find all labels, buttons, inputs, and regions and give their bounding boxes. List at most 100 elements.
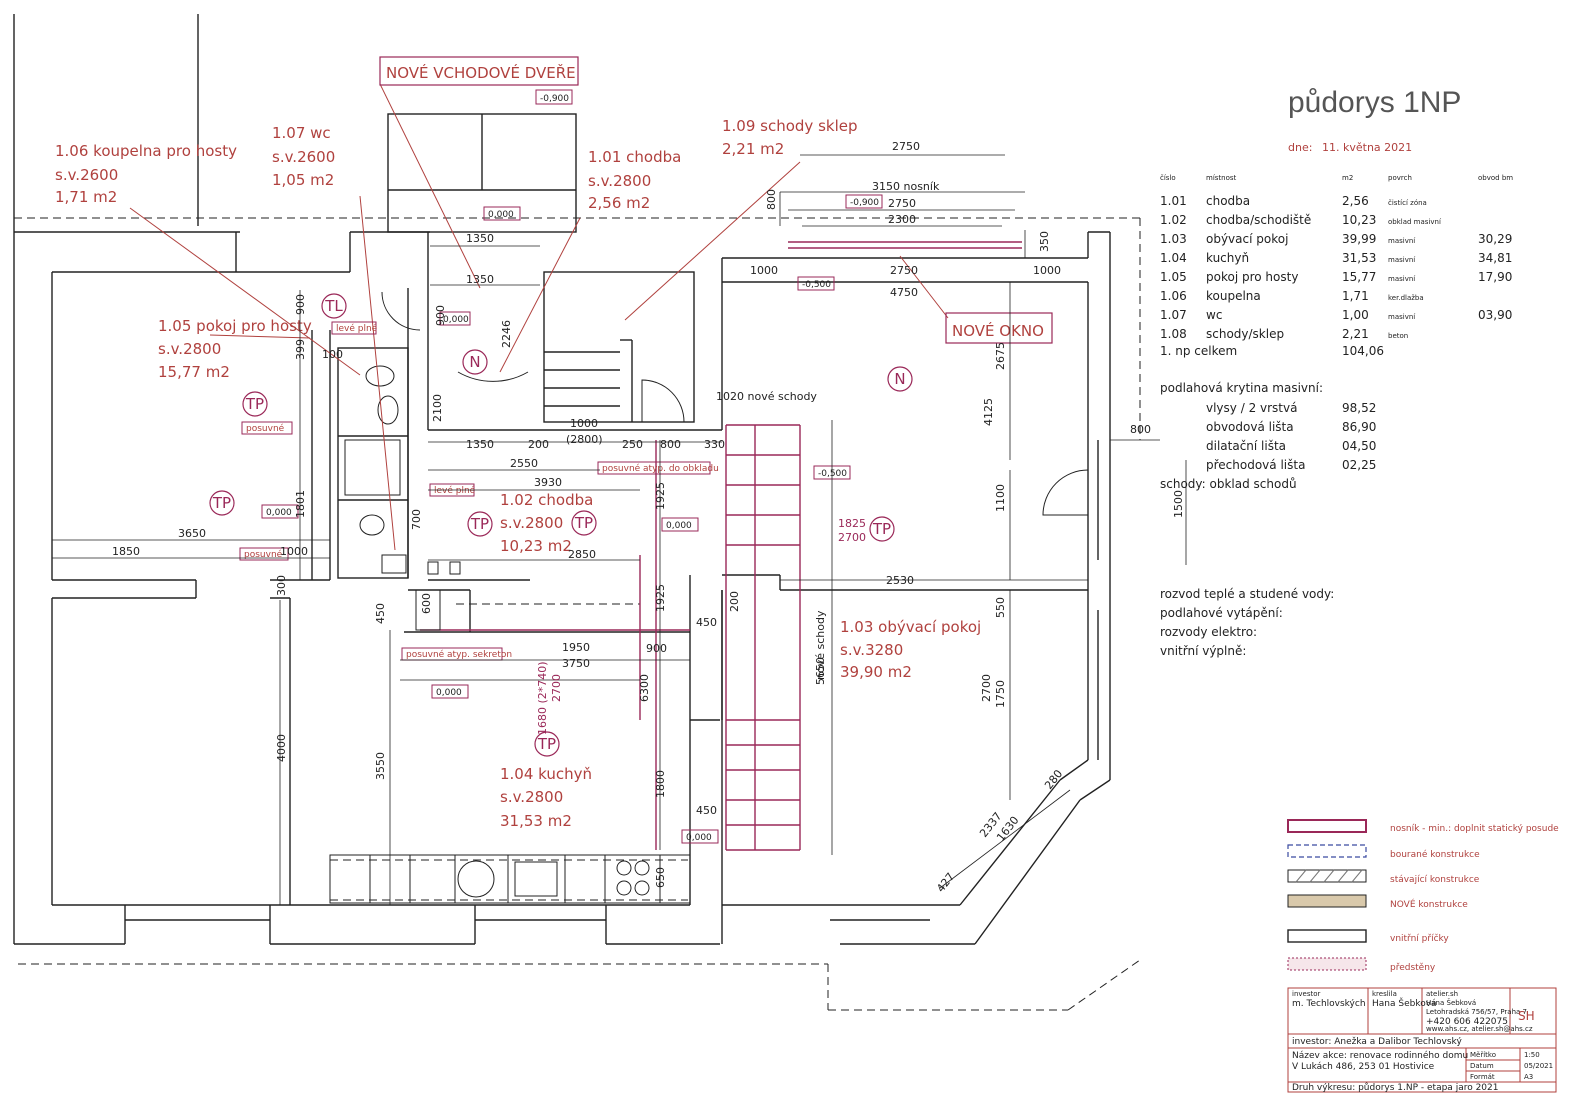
door-type-label: posuvné atyp. sekreton bbox=[406, 649, 512, 660]
flooring-item: přechodová lišta bbox=[1206, 458, 1305, 472]
table-cell: ker.dlažba bbox=[1388, 294, 1424, 302]
level-value: -0,900 bbox=[850, 198, 879, 208]
dish-rack-icon bbox=[514, 861, 558, 897]
dimension-value: 330 bbox=[704, 438, 725, 451]
table-cell: masivní bbox=[1388, 275, 1416, 283]
dimension-value: 550 bbox=[994, 597, 1007, 618]
dimension-value: 2246 bbox=[500, 320, 513, 348]
dimension-value: 1750 bbox=[994, 680, 1007, 708]
title-block-text: investor m. Techlovských kreslila Hana Š… bbox=[1292, 990, 1553, 1093]
dimension-value: 250 bbox=[622, 438, 643, 451]
dimension-value: 3650 bbox=[178, 527, 206, 540]
dimension-value: 100 bbox=[322, 348, 343, 361]
tp-marker bbox=[242, 391, 268, 417]
dimension-value: 1680 (2*740) bbox=[536, 661, 549, 735]
new-door-callout: NOVÉ VCHODOVÉ DVEŘE bbox=[386, 63, 576, 82]
table-cell: 1.05 bbox=[1160, 270, 1187, 284]
table-header: místnost bbox=[1206, 174, 1237, 182]
table-cell: chodba bbox=[1206, 194, 1250, 208]
table-cell: obklad masivní bbox=[1388, 218, 1442, 226]
dimension-value: 900 bbox=[294, 294, 307, 315]
new-stairs-label: 1020 nové schody bbox=[716, 390, 817, 403]
dimension-value: 1925 bbox=[654, 584, 667, 612]
level-value: 0,000 bbox=[666, 521, 692, 531]
tb-field-label: Datum bbox=[1470, 1062, 1494, 1070]
dimension-value: 2675 bbox=[994, 342, 1007, 370]
new-door-callout-box bbox=[379, 56, 579, 86]
dimension-value: 2750 bbox=[888, 197, 916, 210]
table-cell: 30,29 bbox=[1478, 232, 1512, 246]
dimension-value: 1000 bbox=[750, 264, 778, 277]
dimension-value: 2750 bbox=[892, 140, 920, 153]
tb-field-value: A3 bbox=[1524, 1073, 1533, 1081]
sanitary-fixtures bbox=[344, 365, 461, 631]
note-line: rozvody elektro: bbox=[1160, 625, 1257, 639]
table-cell: 1.06 bbox=[1160, 289, 1187, 303]
north-marker-label: N bbox=[894, 370, 905, 388]
tp-marker bbox=[869, 516, 895, 542]
markers bbox=[209, 293, 913, 757]
room-label-1-05: 1.05 pokoj pro hosty s.v.2800 15,77 m2 bbox=[158, 317, 316, 381]
marker-labels: TL TP TP TP TP TP TP N N bbox=[212, 297, 906, 753]
sheet-title: půdorys 1NP bbox=[1288, 86, 1461, 119]
door-type-label: posuvné bbox=[246, 423, 285, 434]
dimension-value: 3750 bbox=[562, 657, 590, 670]
room-label-1-02: 1.02 chodba s.v.2800 10,23 m2 bbox=[500, 491, 598, 555]
level-value: 0,000 bbox=[443, 315, 469, 325]
note-line: podlahové vytápění: bbox=[1160, 606, 1283, 620]
dimension-value: 2530 bbox=[886, 574, 914, 587]
dimension-values: 2750 3150 nosník 2750 2300 800 350 1000 … bbox=[112, 140, 1185, 895]
legend-swatch-facing bbox=[1287, 957, 1367, 971]
burner-icon bbox=[616, 860, 632, 876]
dimension-value: 800 bbox=[660, 438, 681, 451]
tb-field-label: atelier.sh bbox=[1426, 990, 1458, 998]
legend-swatch-demolish bbox=[1287, 844, 1367, 858]
tb-field-label: Formát bbox=[1470, 1073, 1495, 1081]
legend-swatch-beam bbox=[1287, 819, 1367, 833]
flooring-summary: podlahová krytina masivní: vlysy / 2 vrs… bbox=[1160, 381, 1376, 491]
table-cell: 39,99 bbox=[1342, 232, 1376, 246]
sheet-date: 11. května 2021 bbox=[1322, 141, 1412, 154]
door-swings bbox=[381, 291, 1089, 516]
table-cell: koupelna bbox=[1206, 289, 1261, 303]
dimension-value: 200 bbox=[528, 438, 549, 451]
room-label-1-03: 1.03 obývací pokoj s.v.3280 39,90 m2 bbox=[840, 618, 986, 681]
installation-notes: rozvod teplé a studené vody: podlahové v… bbox=[1160, 587, 1334, 658]
tp-marker-label: TP bbox=[470, 515, 489, 533]
flooring-value: 98,52 bbox=[1342, 401, 1376, 415]
table-cell: 34,81 bbox=[1478, 251, 1512, 265]
table-cell: masivní bbox=[1388, 313, 1416, 321]
dimension-value: 3550 bbox=[374, 752, 387, 780]
burner-icon bbox=[616, 880, 632, 896]
dimension-value: 2750 bbox=[890, 264, 918, 277]
north-marker bbox=[887, 366, 913, 392]
dimension-value: 350 bbox=[1038, 231, 1051, 252]
room-label-1-01: 1.01 chodba s.v.2800 2,56 m2 bbox=[588, 148, 686, 212]
table-cell: 1,71 bbox=[1342, 289, 1369, 303]
room-label-1-04: 1.04 kuchyň s.v.2800 31,53 m2 bbox=[500, 765, 597, 830]
dimension-value: 900 bbox=[646, 642, 667, 655]
dimension-value: 800 bbox=[765, 189, 778, 210]
flooring-item: vlysy / 2 vrstvá bbox=[1206, 401, 1297, 415]
tp-marker bbox=[209, 490, 235, 516]
table-cell: 1.08 bbox=[1160, 327, 1187, 341]
burner-icon bbox=[634, 860, 650, 876]
dimension-value: 5650 bbox=[814, 657, 827, 685]
leader-lines bbox=[129, 83, 949, 551]
table-cell: 1.01 bbox=[1160, 194, 1187, 208]
door-swing-icon bbox=[1042, 469, 1089, 516]
table-cell: chodba/schodiště bbox=[1206, 213, 1311, 227]
legend-label: nosník - min.: doplnit statický posude bbox=[1390, 824, 1559, 834]
door-swing-icon bbox=[641, 379, 685, 423]
dimension-value: 1000 bbox=[1033, 264, 1061, 277]
north-marker-label: N bbox=[469, 353, 480, 371]
table-cell: beton bbox=[1388, 332, 1408, 340]
tb-field-label: Měřítko bbox=[1470, 1051, 1496, 1059]
tb-investor-line: investor: Anežka a Dalibor Techlovský bbox=[1292, 1037, 1462, 1047]
title-block bbox=[1287, 987, 1557, 1093]
tb-field-label: investor bbox=[1292, 990, 1321, 998]
door-type-label: levé plné bbox=[336, 323, 378, 334]
dimension-value: 1350 bbox=[466, 273, 494, 286]
flooring-item: dilatační lišta bbox=[1206, 439, 1286, 453]
table-cell: pokoj pro hosty bbox=[1206, 270, 1298, 284]
